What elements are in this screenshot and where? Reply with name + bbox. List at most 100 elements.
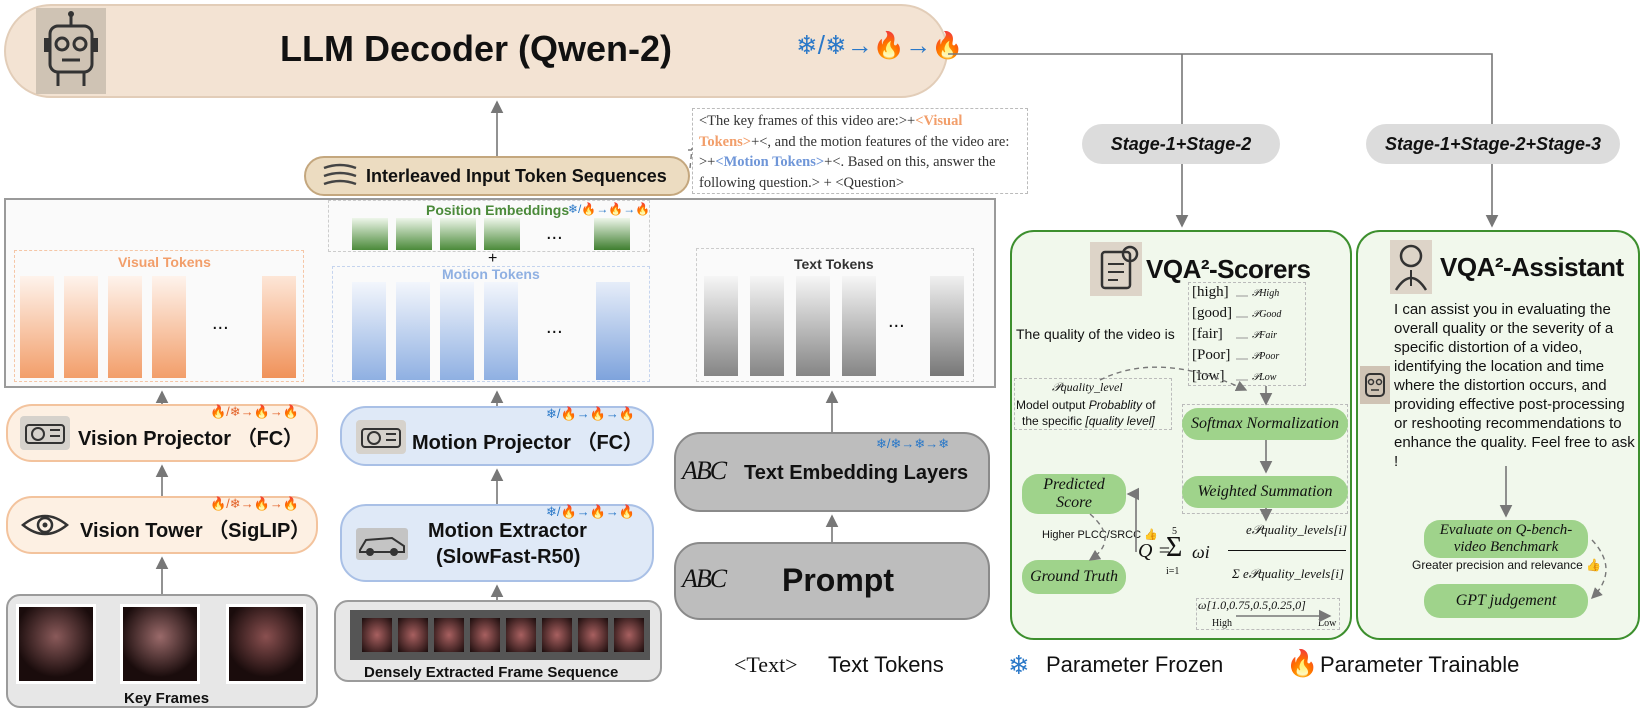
text-token bbox=[842, 276, 876, 376]
prob-item: 𝒫High bbox=[1252, 288, 1280, 299]
motion-ellipsis: ... bbox=[546, 316, 563, 338]
frame-thumb bbox=[578, 618, 608, 652]
motion-token bbox=[484, 282, 518, 380]
softmax-step: Softmax Normalization bbox=[1182, 408, 1348, 440]
higher-label: Higher PLCC/SRCC 👍 bbox=[1042, 529, 1158, 541]
position-embeddings-group bbox=[328, 200, 650, 252]
quality-text: The quality of the video is bbox=[1016, 326, 1175, 342]
prompt-template-box: <The key frames of this video are:>+<Vis… bbox=[692, 108, 1028, 194]
frame-thumb bbox=[434, 618, 464, 652]
model-output-word-1: Model output bbox=[1016, 398, 1086, 412]
template-part-3: +<. Based on this, answer the following … bbox=[699, 154, 996, 191]
text-embedding-label: Text Embedding Layers bbox=[744, 462, 969, 484]
evaluate-label-2: video Benchmark bbox=[1453, 539, 1559, 555]
interleaved-label: Interleaved Input Token Sequences bbox=[366, 166, 667, 186]
legend-text-symbol: <Text> bbox=[734, 652, 798, 677]
visual-token bbox=[262, 276, 296, 378]
plus-sign: + bbox=[488, 250, 498, 267]
dense-frames-label: Densely Extracted Frame Sequence bbox=[364, 664, 619, 681]
visual-tokens-label: Visual Tokens bbox=[118, 254, 211, 270]
predicted-label-2: Score bbox=[1056, 494, 1092, 511]
ground-truth-label: Ground Truth bbox=[1030, 568, 1118, 585]
level-item: [high] bbox=[1192, 284, 1229, 300]
formula-sum-top: 5 bbox=[1172, 526, 1177, 537]
flame-icon: 🔥 bbox=[1286, 648, 1319, 678]
text-token bbox=[930, 276, 964, 376]
motion-extractor-label-2: (SlowFast-R50) bbox=[436, 546, 581, 568]
key-frame-image bbox=[16, 604, 96, 684]
greater-label: Greater precision and relevance 👍 bbox=[1412, 558, 1602, 572]
llm-title: LLM Decoder (Qwen-2) bbox=[280, 28, 673, 69]
model-output-word-5: [quality level] bbox=[1085, 414, 1155, 428]
formula-omega: ωi bbox=[1192, 542, 1210, 562]
legend-text-tokens: Text Tokens bbox=[828, 652, 944, 677]
position-token bbox=[484, 218, 520, 250]
formula-sum: Σ bbox=[1166, 532, 1183, 563]
robot-head-icon bbox=[1360, 366, 1390, 404]
prompt-label: Prompt bbox=[782, 562, 894, 598]
formula-denominator: Σ e𝒫quality_levels[i] bbox=[1232, 566, 1345, 581]
stream-lines-icon bbox=[320, 162, 360, 190]
llm-param-icons: ❄/❄→🔥→🔥 bbox=[796, 30, 964, 60]
motion-token bbox=[396, 282, 430, 380]
model-output-line-2: the specific [quality level] bbox=[1022, 414, 1155, 428]
frame-thumb bbox=[506, 618, 536, 652]
text-embedding-box bbox=[674, 432, 990, 512]
motion-extractor-label-1: Motion Extractor bbox=[428, 520, 587, 542]
vision-tower-icons: 🔥/❄→🔥→🔥 bbox=[210, 496, 300, 511]
ground-truth-step: Ground Truth bbox=[1022, 560, 1126, 594]
scorers-title: VQA²-Scorers bbox=[1146, 254, 1311, 284]
robot-head-icon bbox=[36, 8, 106, 94]
template-visual: <Visual Tokens> bbox=[699, 113, 963, 150]
motion-token bbox=[352, 282, 386, 380]
softmax-label: Softmax Normalization bbox=[1190, 415, 1339, 432]
llm-decoder-box bbox=[4, 4, 948, 98]
vision-tower-label: Vision Tower （SigLIP） bbox=[80, 520, 311, 542]
pq-label: 𝒫quality_level bbox=[1052, 380, 1123, 394]
motion-extractor-icons: ❄/🔥→🔥→🔥 bbox=[546, 504, 636, 519]
model-output-note bbox=[1014, 378, 1172, 430]
legend-frozen: Parameter Frozen bbox=[1046, 652, 1224, 677]
motion-tokens-group bbox=[332, 266, 650, 382]
visual-token bbox=[20, 276, 54, 378]
key-frame-image bbox=[226, 604, 306, 684]
eye-icon bbox=[20, 508, 70, 542]
visual-token bbox=[152, 276, 186, 378]
text-ellipsis: ... bbox=[888, 310, 905, 332]
frame-thumb bbox=[362, 618, 392, 652]
abc-icon: ABC bbox=[682, 564, 727, 593]
evaluate-step: Evaluate on Q-bench-video Benchmark bbox=[1424, 520, 1588, 558]
visual-ellipsis: ... bbox=[212, 312, 229, 334]
prob-item: 𝒫Poor bbox=[1252, 351, 1280, 362]
vision-tower-box bbox=[6, 496, 318, 554]
text-token bbox=[796, 276, 830, 376]
stage-12-badge: Stage-1+Stage-2 bbox=[1082, 124, 1280, 164]
visual-tokens-group bbox=[14, 250, 304, 382]
position-embeddings-icons: ❄/🔥→🔥→🔥 bbox=[568, 202, 651, 216]
model-output-word-2: Probablity bbox=[1088, 398, 1143, 412]
formula-q: Q = bbox=[1138, 540, 1171, 562]
template-part-1: <The key frames of this video are:>+ bbox=[699, 113, 916, 129]
position-token bbox=[440, 218, 476, 250]
template-part-2: +<, and the motion features of the video… bbox=[699, 133, 1010, 171]
vision-projector-label: Vision Projector （FC） bbox=[78, 428, 304, 450]
template-motion: <Motion Tokens> bbox=[715, 154, 825, 170]
motion-token bbox=[440, 282, 474, 380]
evaluate-label-1: Evaluate on Q-bench- bbox=[1439, 522, 1573, 538]
key-frame-image bbox=[120, 604, 200, 684]
prob-item: 𝒫Fair bbox=[1252, 330, 1277, 341]
abc-icon: ABC bbox=[682, 456, 727, 485]
position-embeddings-label: Position Embeddings bbox=[426, 202, 570, 218]
text-embedding-icons: ❄/❄→❄→❄ bbox=[876, 436, 950, 451]
gpt-label: GPT judgement bbox=[1455, 592, 1557, 609]
snowflake-icon: ❄ bbox=[1008, 650, 1030, 680]
omega-low: Low bbox=[1318, 618, 1337, 629]
level-item: [Poor] bbox=[1192, 347, 1231, 363]
car-icon bbox=[356, 528, 408, 560]
stage-123-badge: Stage-1+Stage-2+Stage-3 bbox=[1366, 124, 1620, 164]
key-frames-label: Key Frames bbox=[124, 690, 210, 707]
stage-12-label: Stage-1+Stage-2 bbox=[1110, 133, 1252, 154]
gpt-judgement-step: GPT judgement bbox=[1424, 584, 1588, 618]
